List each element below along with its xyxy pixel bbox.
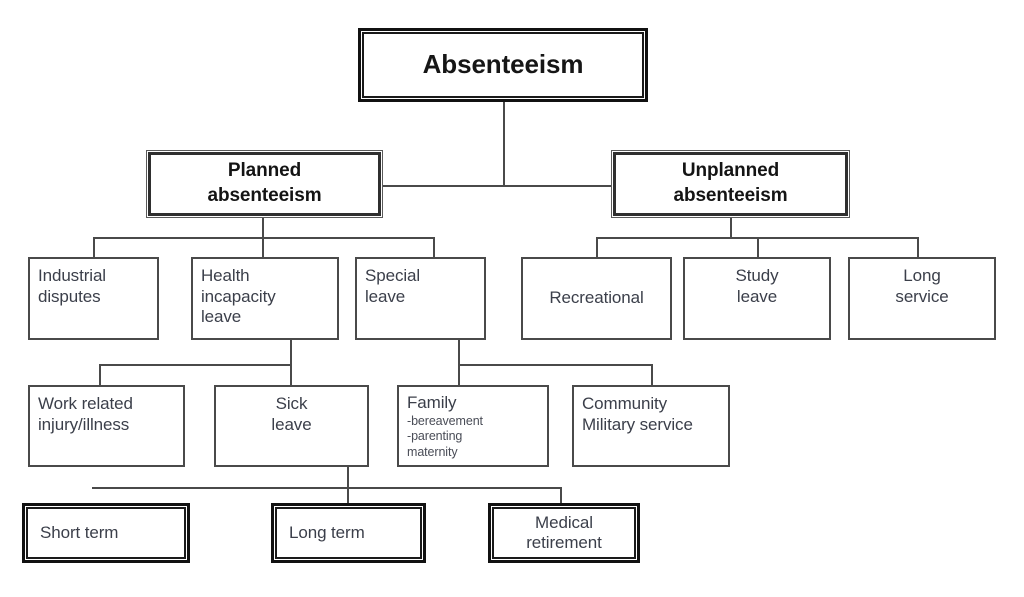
connector-unplanned-to-longservice	[917, 237, 919, 258]
node-planned-absenteeism[interactable]: Planned absenteeism	[148, 152, 381, 216]
node-label-line3: leave	[201, 307, 242, 327]
connector-unplanned-to-recreational	[596, 237, 598, 258]
node-label-line1: Community	[582, 394, 668, 413]
node-label-line2: service	[895, 286, 949, 306]
node-label-title: Family	[407, 393, 457, 412]
connector-special-fork	[458, 364, 653, 366]
node-label-line2: leave	[271, 414, 312, 434]
node-label-line1: Planned	[227, 160, 302, 182]
connector-special-to-community	[651, 364, 653, 385]
node-label-line1: Sick	[275, 394, 308, 413]
node-label-item-parenting: -parenting	[407, 429, 463, 444]
node-label-line2: disputes	[38, 286, 101, 306]
node-medical-retirement[interactable]: Medical retirement	[494, 509, 634, 557]
connector-planned-to-health	[262, 237, 264, 258]
node-label-line1: Study	[735, 266, 779, 285]
node-label-line2: absenteeism	[207, 185, 322, 206]
node-long-service[interactable]: Long service	[848, 257, 996, 340]
node-label: Absenteeism	[422, 49, 584, 80]
connector-health-fork	[99, 364, 292, 366]
node-label-line1: Industrial	[38, 266, 106, 285]
node-label-line1: Unplanned	[681, 160, 780, 182]
node-label-line2: injury/illness	[38, 414, 130, 434]
node-label-line1: Work related	[38, 394, 133, 413]
connector-health-to-sick	[290, 364, 292, 385]
node-absenteeism-root[interactable]: Absenteeism	[364, 34, 642, 96]
node-unplanned-absenteeism[interactable]: Unplanned absenteeism	[613, 152, 848, 216]
connector-special-stem	[458, 340, 460, 385]
connector-unplanned-stem	[730, 217, 732, 238]
node-industrial-disputes[interactable]: Industrial disputes	[28, 257, 159, 340]
node-sick-leave[interactable]: Sick leave	[214, 385, 369, 467]
connector-unplanned-to-study	[757, 237, 759, 258]
node-label-item-bereavement: -bereavement	[407, 413, 483, 428]
connector-planned-stem	[262, 217, 264, 238]
node-label-line2: incapacity	[201, 286, 276, 306]
connector-health-to-workrelated	[99, 364, 101, 385]
node-label-line2: leave	[736, 286, 778, 306]
node-label: Long term	[289, 522, 365, 542]
connector-level2-bar	[381, 185, 622, 187]
node-special-leave[interactable]: Special leave	[355, 257, 486, 340]
connector-sick-to-medical	[560, 487, 562, 509]
node-recreational[interactable]: Recreational	[521, 257, 672, 340]
node-community-military-service[interactable]: Community Military service	[572, 385, 730, 467]
connector-planned-to-special	[433, 237, 435, 258]
node-work-related-injury[interactable]: Work related injury/illness	[28, 385, 185, 467]
connector-health-stem	[290, 340, 292, 365]
connector-sick-fork	[92, 487, 562, 489]
node-label-line1: Special	[365, 266, 421, 285]
node-label-line2: leave	[365, 286, 406, 306]
node-label-line2: absenteeism	[673, 185, 788, 206]
node-study-leave[interactable]: Study leave	[683, 257, 831, 340]
node-health-incapacity-leave[interactable]: Health incapacity leave	[191, 257, 339, 340]
node-short-term[interactable]: Short term	[28, 509, 184, 557]
node-long-term[interactable]: Long term	[277, 509, 420, 557]
node-label-line1: Medical	[535, 512, 593, 532]
node-label-line2: Military service	[582, 414, 693, 434]
node-family[interactable]: Family -bereavement -parenting maternity	[397, 385, 549, 467]
node-label-item-maternity: maternity	[407, 444, 458, 459]
node-label-line1: Recreational	[549, 288, 644, 308]
node-label-line2: retirement	[526, 533, 602, 552]
connector-root-down	[503, 99, 505, 185]
node-label-line1: Health	[201, 266, 250, 285]
connector-planned-to-industrial	[93, 237, 95, 258]
node-label-line1: Long	[903, 266, 941, 285]
node-label: Short term	[40, 522, 119, 542]
